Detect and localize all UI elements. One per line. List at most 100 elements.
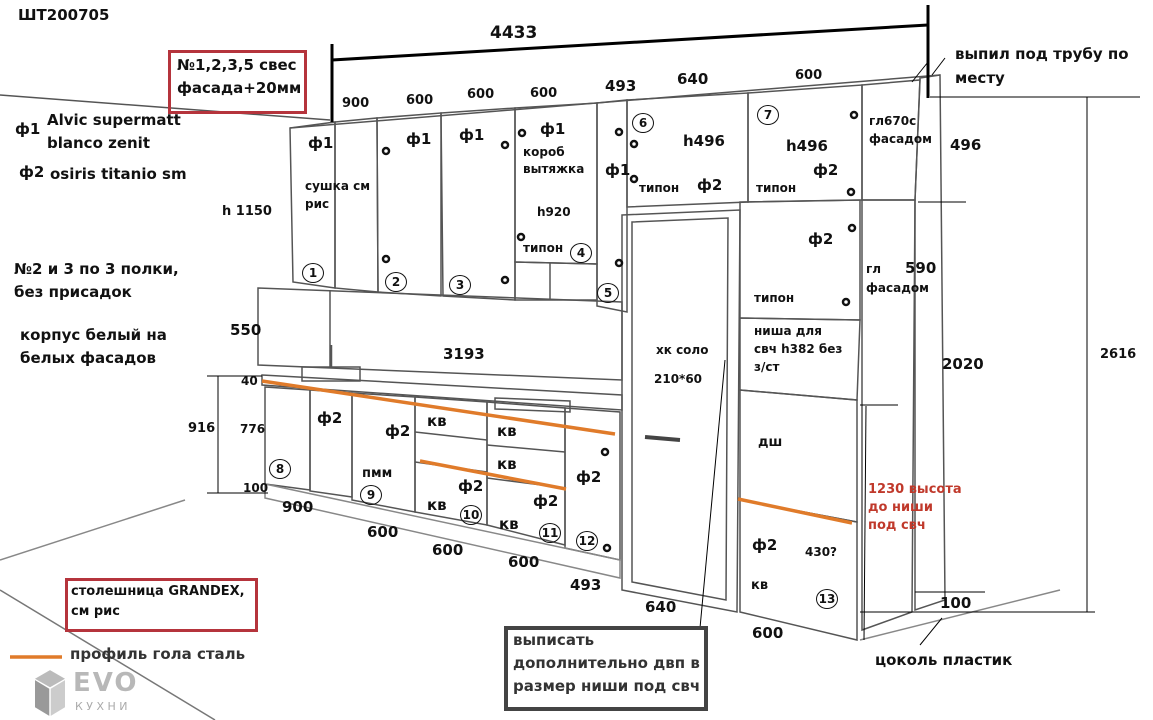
dim-label: 496 — [950, 136, 982, 154]
logo-cube-icon — [35, 670, 65, 716]
hdf-note-box — [504, 626, 708, 711]
legend-f2-symbol: ф2 — [19, 163, 45, 181]
facade-label: ф2 — [808, 230, 834, 248]
dim-label: 600 — [752, 624, 784, 642]
item-number: 12 — [576, 531, 598, 551]
cabinet-note: кв — [497, 422, 517, 440]
dim-label: 493 — [570, 576, 602, 594]
item-number: 9 — [360, 485, 382, 505]
dim-label: 430? — [805, 545, 838, 559]
item-number: 11 — [539, 523, 561, 543]
cabinet-note: типон — [756, 181, 797, 195]
item-number: 5 — [597, 283, 619, 303]
legend-f1-text-1: Alvic supermatt — [47, 111, 181, 129]
item-number: 13 — [816, 589, 838, 609]
lower-cabinet-8b — [309, 389, 353, 498]
facade-label: ф2 — [317, 409, 343, 427]
overhang-note-line1: №1,2,3,5 свес — [177, 56, 297, 74]
fridge-column — [621, 209, 741, 613]
fridge-model: хк соло — [656, 343, 709, 357]
cabinet-note: типон — [523, 241, 564, 255]
countertop-note-box — [65, 578, 258, 632]
shelves-note-2: без присадок — [14, 283, 132, 301]
logo-brand: EVO — [73, 668, 139, 698]
dim-label: h 1150 — [222, 204, 272, 219]
dim-total-height: 2616 — [1100, 347, 1137, 362]
hdf-note-1: выписать — [513, 631, 595, 649]
cabinet-note: кв — [499, 515, 519, 533]
cabinet-note: h496 — [683, 132, 725, 150]
overhang-note-line2: фасада+20мм — [177, 79, 302, 97]
floor-line — [0, 499, 186, 561]
dim-label: 600 — [467, 87, 495, 102]
hood-lower — [514, 261, 598, 301]
facade-label: ф2 — [458, 477, 484, 495]
cabinet-note: дш — [758, 435, 783, 450]
dim-label: 2020 — [942, 355, 984, 373]
logo-sub: К У Х Н И — [75, 700, 128, 713]
backsplash — [257, 287, 623, 381]
cabinet-note: свч h382 без — [754, 342, 843, 356]
cabinet-note: ниша для — [754, 324, 822, 338]
dim-line-4433 — [331, 23, 929, 62]
gola-profile — [737, 497, 853, 525]
facade-label: ф1 — [406, 130, 432, 148]
countertop-note-2: см рис — [71, 604, 120, 619]
cabinet-note: вытяжка — [523, 162, 585, 176]
dim-label: 3193 — [443, 345, 485, 363]
carcass-note-1: корпус белый на — [20, 326, 167, 344]
dim-label: 600 — [508, 553, 540, 571]
cabinet-note: з/ст — [754, 360, 780, 374]
facade-label: ф2 — [533, 492, 559, 510]
overhang-note-box — [168, 50, 307, 114]
dim-label: 550 — [230, 321, 262, 339]
item-number: 7 — [757, 105, 779, 125]
upper-cabinet-2 — [376, 112, 442, 297]
cabinet-note: типон — [639, 181, 680, 195]
cabinet-note: кв — [497, 455, 517, 473]
dim-label: 600 — [432, 541, 464, 559]
microwave-height-note-3: под свч — [868, 518, 926, 533]
facade-label: ф1 — [540, 120, 566, 138]
fridge-door — [631, 217, 729, 601]
dim-label: 600 — [367, 523, 399, 541]
cabinet-note: рис — [305, 197, 330, 211]
item-number: 1 — [302, 263, 324, 283]
floor-line — [859, 589, 1061, 641]
dim-label: 640 — [645, 598, 677, 616]
cabinet-note: h496 — [786, 137, 828, 155]
shelves-note-1: №2 и 3 по 3 полки, — [14, 260, 179, 278]
item-number: 4 — [570, 243, 592, 263]
dim-label: 600 — [406, 93, 434, 108]
dim-total-width: 4433 — [490, 23, 538, 43]
item-number: 2 — [385, 272, 407, 292]
floor-line — [0, 589, 216, 720]
item-number: 10 — [460, 505, 482, 525]
item-number: 6 — [632, 113, 654, 133]
ceiling-line — [0, 94, 331, 121]
gola-profile — [261, 379, 616, 436]
hdf-note-2: дополнительно двп в — [513, 654, 700, 672]
cabinet-note: h920 — [537, 205, 571, 219]
dim-label: 600 — [530, 86, 558, 101]
dim-label: 916 — [188, 421, 216, 436]
legend-f1-symbol: ф1 — [15, 120, 41, 138]
dim-label: 100 — [940, 594, 972, 612]
cabinet-note: кв — [427, 496, 447, 514]
hdf-note-3: размер ниши под свч — [513, 677, 701, 695]
dim-label: 900 — [342, 96, 370, 111]
profile-note: профиль гола сталь — [70, 645, 246, 663]
plinth-note: цоколь пластик — [875, 651, 1013, 669]
pipe-note-1: выпил под трубу по — [955, 45, 1129, 63]
dim-label: 900 — [282, 498, 314, 516]
facade-label: ф2 — [697, 176, 723, 194]
dim-label: 776 — [240, 422, 266, 436]
cabinet-note: кв — [751, 578, 769, 593]
fridge-size: 210*60 — [654, 372, 703, 386]
dim-label: 100 — [243, 481, 269, 495]
cabinet-note: фасадом — [866, 281, 929, 295]
microwave-height-note-1: 1230 высота — [868, 482, 962, 497]
carcass-note-2: белых фасадов — [20, 349, 157, 367]
